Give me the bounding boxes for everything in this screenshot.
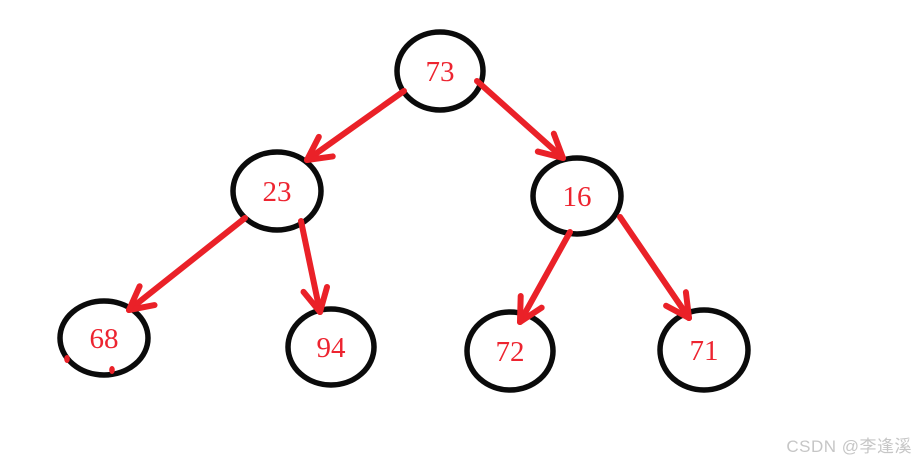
arrowhead-barb	[126, 283, 143, 313]
tree-edge-23-to-68	[126, 215, 248, 313]
node-value: 68	[90, 323, 119, 355]
tree-node-71: 71	[657, 307, 751, 393]
node-value: 23	[263, 176, 292, 208]
node-circle	[464, 309, 556, 393]
tree-node-23: 23	[230, 149, 324, 233]
node-circle	[394, 29, 486, 113]
tree-node-72: 72	[464, 309, 556, 393]
tree-edge-73-to-16	[474, 78, 566, 161]
stray-red-mark	[109, 366, 115, 374]
arrowhead-barb	[517, 304, 545, 325]
node-value: 16	[563, 181, 592, 213]
node-value: 94	[317, 332, 347, 364]
arrowhead-barb	[317, 283, 331, 315]
node-circle	[57, 298, 151, 378]
arrowhead-barb	[300, 288, 323, 315]
tree-node-73: 73	[394, 29, 486, 113]
tree-node-68: 68	[57, 298, 151, 378]
arrowhead-barb	[304, 133, 322, 163]
node-circle	[230, 149, 324, 233]
arrowhead-barb	[517, 293, 524, 325]
node-circle	[530, 155, 624, 237]
node-circle	[657, 307, 751, 393]
tree-edge-23-to-94	[298, 218, 331, 315]
arrowhead-barb	[550, 130, 566, 161]
stray-red-mark	[64, 355, 70, 363]
tree-edge-16-to-71	[617, 214, 692, 321]
node-value: 73	[426, 56, 455, 88]
arrowhead-barb	[682, 289, 692, 321]
tree-node-94: 94	[285, 306, 377, 388]
tree-edge-16-to-72	[517, 229, 573, 325]
arrowhead-barb	[663, 302, 692, 321]
csdn-watermark: CSDN @李逢溪	[786, 437, 912, 456]
arrowhead-barb	[534, 148, 566, 161]
tree-edge-73-to-23	[304, 88, 407, 163]
node-value: 71	[690, 335, 719, 367]
node-value: 72	[496, 336, 525, 368]
tree-node-16: 16	[530, 155, 624, 237]
node-circle	[285, 306, 377, 388]
arrowhead-barb	[304, 153, 336, 163]
arrowhead-barb	[126, 302, 158, 313]
